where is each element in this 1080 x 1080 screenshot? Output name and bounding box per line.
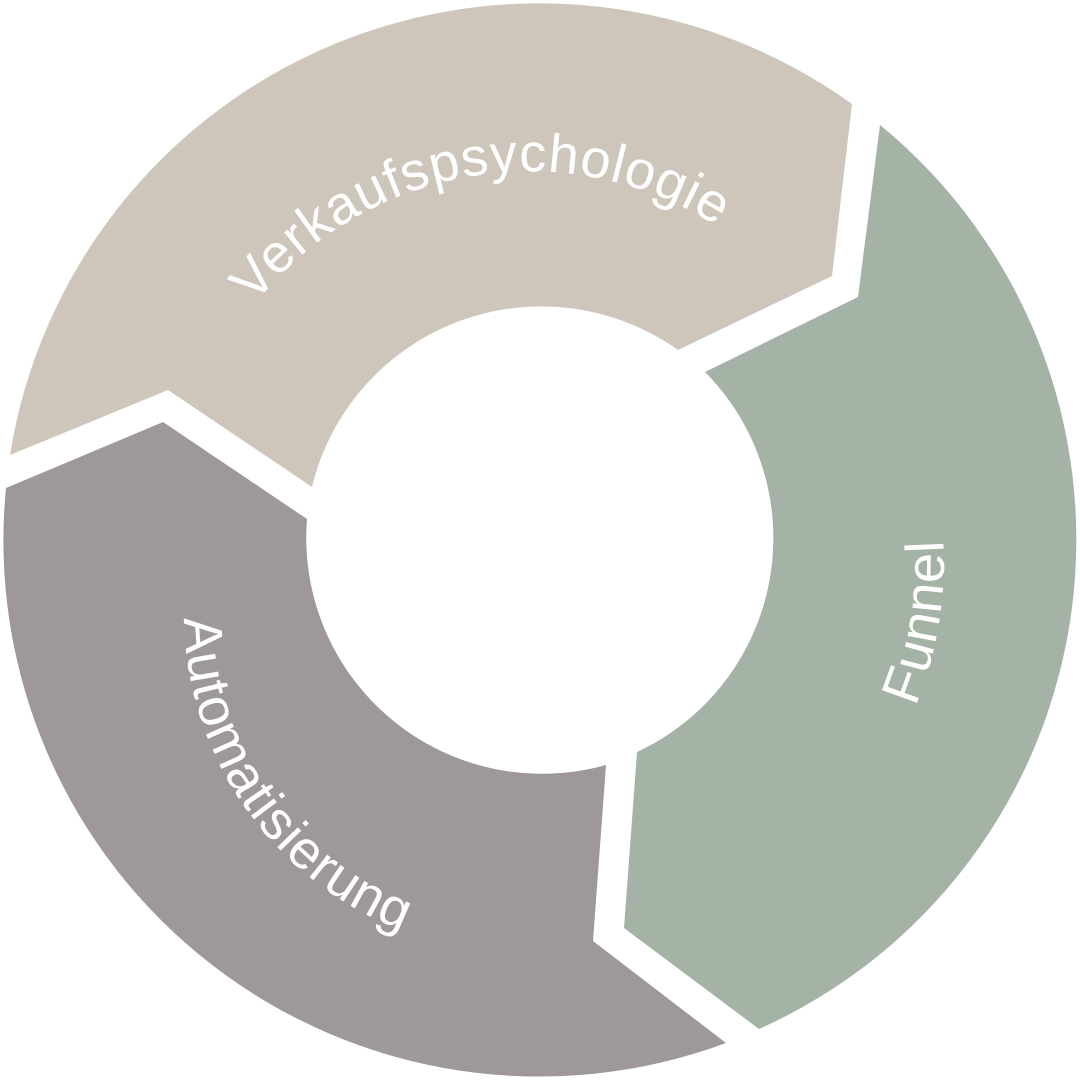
segment-funnel	[624, 125, 1077, 1029]
segment-verkaufspsychologie	[10, 3, 852, 488]
segment-automatisierung	[3, 422, 726, 1077]
